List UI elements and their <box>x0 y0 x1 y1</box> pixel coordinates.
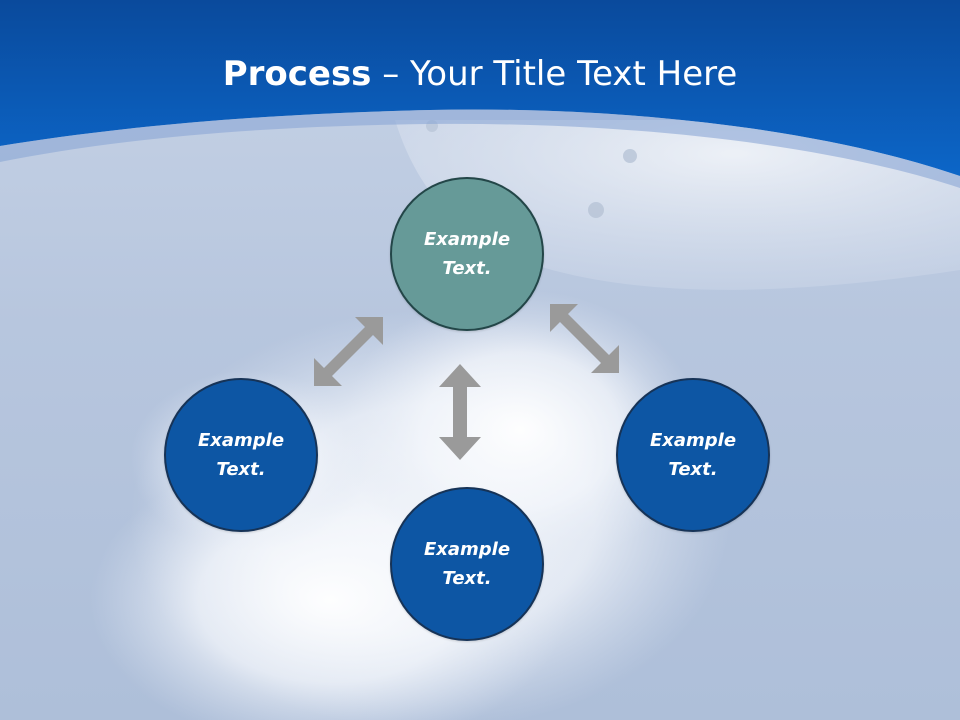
process-node-top: Example Text. <box>390 177 544 331</box>
process-node-bottom-label: Example Text. <box>423 539 511 589</box>
process-node-right: Example Text. <box>616 378 770 532</box>
title-rest: – Your Title Text Here <box>371 54 738 94</box>
header-band <box>0 0 960 188</box>
process-node-left-label: Example Text. <box>197 430 285 480</box>
double-arrow-vertical-icon <box>439 364 481 460</box>
process-node-left: Example Text. <box>164 378 318 532</box>
process-node-bottom: Example Text. <box>390 487 544 641</box>
slide-title: Process – Your Title Text Here <box>0 52 960 96</box>
process-node-top-label: Example Text. <box>423 229 511 279</box>
double-arrow-top-left-icon <box>314 317 383 386</box>
title-bold: Process <box>222 54 372 94</box>
double-arrow-top-right-icon <box>550 304 619 373</box>
process-node-right-label: Example Text. <box>649 430 737 480</box>
